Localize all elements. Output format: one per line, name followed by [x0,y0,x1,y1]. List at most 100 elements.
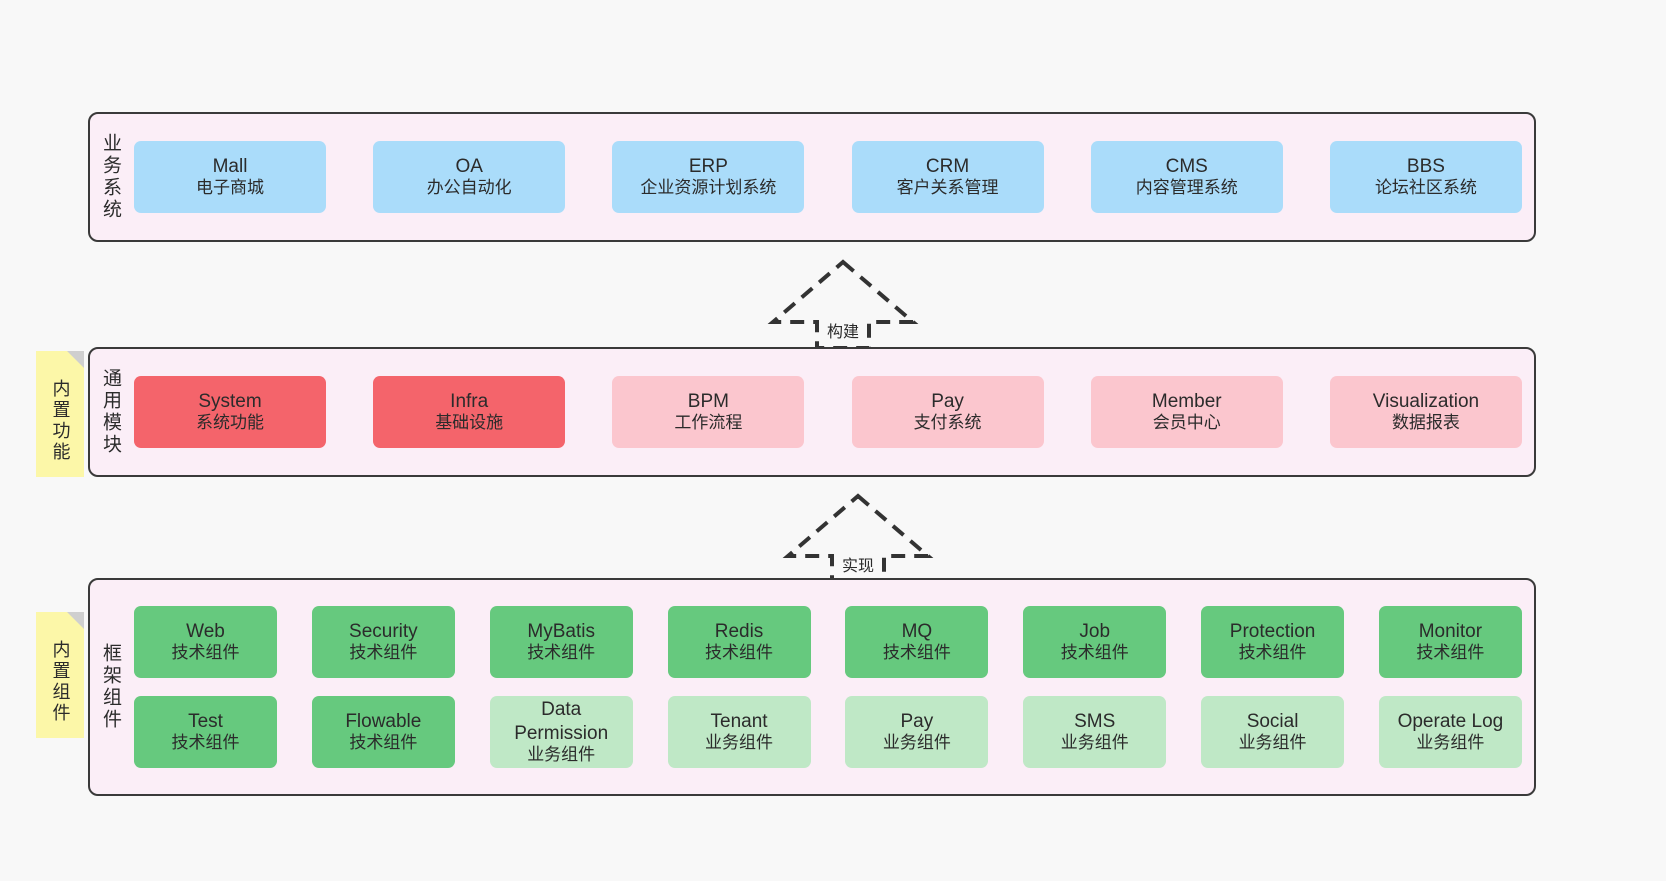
card-security-cn: 技术组件 [349,643,418,663]
card-oa-cn: 办公自动化 [426,178,512,198]
card-infra[interactable]: Infra 基础设施 [373,376,566,448]
card-infra-cn: 基础设施 [435,413,504,433]
card-system[interactable]: System 系统功能 [134,376,326,448]
sticky-note-builtin-components-label: 内置组件 [50,640,71,724]
arrow-realize-label: 实现 [838,552,878,576]
card-tenant-en: Tenant [710,711,768,733]
card-flowable-cn: 技术组件 [349,733,418,753]
card-test[interactable]: Test 技术组件 [134,696,277,768]
card-member[interactable]: Member 会员中心 [1090,376,1283,448]
layer-business-system-body: Mall 电子商城 OA 办公自动化 ERP 企业资源计划系统 CRM 客户关系… [130,114,1534,240]
card-protection[interactable]: Protection 技术组件 [1201,606,1345,678]
card-member-en: Member [1151,391,1222,413]
layer-business-system: 业务系统 Mall 电子商城 OA 办公自动化 ERP 企业资源计划系统 CRM… [88,112,1536,242]
card-mq-cn: 技术组件 [882,643,951,663]
card-bbs-en: BBS [1406,156,1445,178]
card-redis-cn: 技术组件 [705,643,774,663]
layer-business-system-title: 业务系统 [99,133,121,221]
card-flowable-en: Flowable [345,711,422,733]
card-crm[interactable]: CRM 客户关系管理 [851,141,1044,213]
card-web-cn: 技术组件 [171,643,240,663]
card-erp-cn: 企业资源计划系统 [640,178,777,198]
card-mybatis-en: MyBatis [527,621,595,643]
framework-tech-card-row: Web 技术组件 Security 技术组件 MyBatis 技术组件 Redi… [134,606,1522,678]
card-visualization[interactable]: Visualization 数据报表 [1329,376,1522,448]
card-bpm[interactable]: BPM 工作流程 [612,376,805,448]
card-job[interactable]: Job 技术组件 [1023,606,1167,678]
sticky-note-builtin-components: 内置组件 [36,612,84,738]
card-redis[interactable]: Redis 技术组件 [667,606,811,678]
arrow-build-label: 构建 [823,318,863,342]
card-protection-en: Protection [1229,621,1316,643]
card-bbs-cn: 论坛社区系统 [1374,178,1477,198]
card-security-en: Security [349,621,418,643]
card-data-permission-en: Data Permission [514,699,609,744]
card-oa[interactable]: OA 办公自动化 [373,141,566,213]
card-infra-en: Infra [450,391,489,413]
card-bpm-en: BPM [687,391,729,413]
card-mq[interactable]: MQ 技术组件 [845,606,989,678]
card-tenant-cn: 业务组件 [705,733,774,753]
card-social[interactable]: Social 业务组件 [1201,696,1345,768]
card-test-en: Test [188,711,223,733]
card-pay-component[interactable]: Pay 业务组件 [845,696,989,768]
card-monitor-cn: 技术组件 [1416,643,1485,663]
layer-common-module-body: System 系统功能 Infra 基础设施 BPM 工作流程 Pay 支付系统… [130,349,1534,475]
card-flowable[interactable]: Flowable 技术组件 [311,696,455,768]
business-card-row: Mall 电子商城 OA 办公自动化 ERP 企业资源计划系统 CRM 客户关系… [134,141,1522,213]
card-mq-en: MQ [901,621,933,643]
card-cms[interactable]: CMS 内容管理系统 [1090,141,1283,213]
card-web-en: Web [186,621,225,643]
layer-common-module-title: 通用模块 [99,368,121,456]
card-bpm-cn: 工作流程 [674,413,743,433]
common-card-row: System 系统功能 Infra 基础设施 BPM 工作流程 Pay 支付系统… [134,376,1522,448]
card-operate-log-cn: 业务组件 [1416,733,1485,753]
card-sms[interactable]: SMS 业务组件 [1023,696,1167,768]
card-web[interactable]: Web 技术组件 [134,606,277,678]
card-crm-cn: 客户关系管理 [896,178,999,198]
card-monitor-en: Monitor [1418,621,1483,643]
card-tenant[interactable]: Tenant 业务组件 [667,696,811,768]
card-operate-log-en: Operate Log [1397,711,1504,733]
card-mall[interactable]: Mall 电子商城 [134,141,326,213]
card-mall-cn: 电子商城 [196,178,264,198]
card-cms-cn: 内容管理系统 [1135,178,1238,198]
card-oa-en: OA [455,156,483,178]
card-mall-en: Mall [212,156,248,178]
card-mybatis[interactable]: MyBatis 技术组件 [489,606,633,678]
arrow-realize: 实现 [778,492,938,584]
card-member-cn: 会员中心 [1152,413,1221,433]
sticky-note-builtin-features-label: 内置功能 [50,379,71,463]
card-monitor[interactable]: Monitor 技术组件 [1378,606,1522,678]
card-sms-en: SMS [1074,711,1116,733]
card-operate-log[interactable]: Operate Log 业务组件 [1378,696,1522,768]
card-data-permission-cn: 业务组件 [527,744,596,764]
card-system-cn: 系统功能 [196,413,264,433]
card-pay-component-cn: 业务组件 [882,733,951,753]
layer-framework-component-body: Web 技术组件 Security 技术组件 MyBatis 技术组件 Redi… [130,580,1534,794]
card-test-cn: 技术组件 [171,733,240,753]
card-visualization-en: Visualization [1372,391,1480,413]
card-redis-en: Redis [714,621,764,643]
card-cms-en: CMS [1165,156,1208,178]
layer-framework-component: 框架组件 Web 技术组件 Security 技术组件 MyBatis 技术组件… [88,578,1536,796]
card-protection-cn: 技术组件 [1238,643,1307,663]
card-social-cn: 业务组件 [1238,733,1307,753]
card-data-permission[interactable]: Data Permission 业务组件 [489,696,633,768]
arrow-build: 构建 [763,258,923,350]
card-erp[interactable]: ERP 企业资源计划系统 [612,141,805,213]
layer-common-module: 通用模块 System 系统功能 Infra 基础设施 BPM 工作流程 Pay… [88,347,1536,477]
card-mybatis-cn: 技术组件 [527,643,596,663]
framework-business-card-row: Test 技术组件 Flowable 技术组件 Data Permission … [134,696,1522,768]
card-crm-en: CRM [925,156,970,178]
card-sms-cn: 业务组件 [1060,733,1129,753]
card-pay-module[interactable]: Pay 支付系统 [851,376,1044,448]
card-pay-component-en: Pay [900,711,934,733]
card-social-en: Social [1246,711,1299,733]
card-visualization-cn: 数据报表 [1391,413,1460,433]
sticky-note-builtin-features: 内置功能 [36,351,84,477]
card-job-en: Job [1079,621,1111,643]
card-security[interactable]: Security 技术组件 [311,606,455,678]
card-bbs[interactable]: BBS 论坛社区系统 [1329,141,1522,213]
